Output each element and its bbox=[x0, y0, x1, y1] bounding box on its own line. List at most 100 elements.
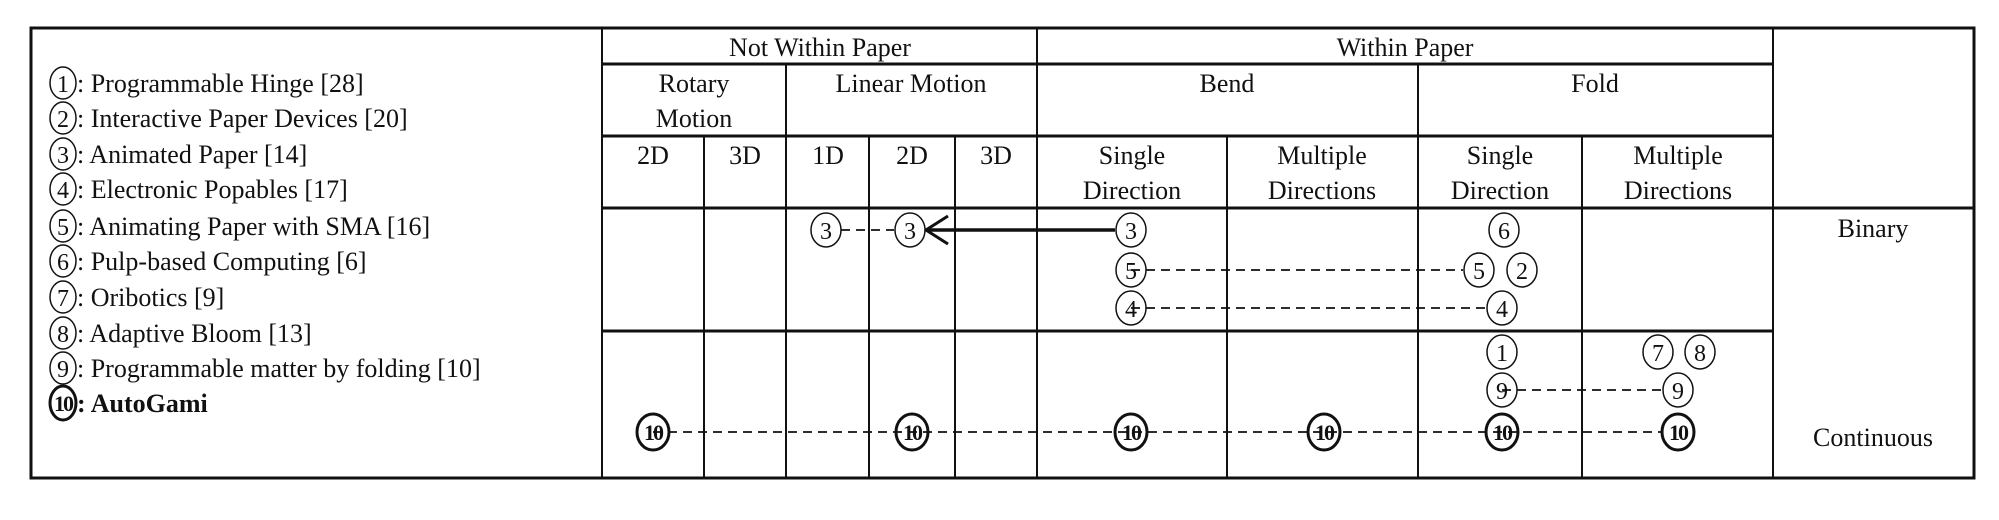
legend-label: : Pulp-based Computing [6] bbox=[77, 247, 367, 276]
marker-10-fold-single: 10 bbox=[1484, 412, 1520, 452]
header-rotary-motion: Motion bbox=[656, 104, 733, 133]
circled-number-icon bbox=[49, 209, 77, 243]
circled-number-icon bbox=[49, 137, 77, 171]
legend-label: : Animating Paper with SMA [16] bbox=[77, 212, 430, 241]
marker-3-bend-single: 3 bbox=[1115, 212, 1147, 248]
marker-1-fold-single: 1 bbox=[1486, 334, 1518, 370]
header-bend: Bend bbox=[1200, 69, 1255, 98]
marker-num: 3 bbox=[820, 219, 832, 245]
legend-label: : Electronic Popables [17] bbox=[77, 175, 348, 204]
circled-number-icon bbox=[49, 244, 77, 278]
legend-num: 5 bbox=[57, 215, 69, 241]
row-label-binary: Binary bbox=[1838, 214, 1909, 243]
legend-num: 10 bbox=[54, 391, 74, 416]
column-headers: Not Within Paper Within Paper Rotary Mot… bbox=[637, 33, 1933, 452]
marker-num: 4 bbox=[1125, 297, 1137, 323]
marker-num: 5 bbox=[1125, 259, 1137, 285]
markers-binary: 3 3 3 6 5 5 2 4 4 bbox=[810, 212, 1538, 326]
marker-3-linear-2d: 3 bbox=[894, 212, 926, 248]
marker-10-bend-multiple: 10 bbox=[1306, 412, 1342, 452]
legend-item: 1 : Programmable Hinge [28] bbox=[49, 66, 364, 100]
legend-num: 8 bbox=[57, 322, 69, 348]
marker-num: 3 bbox=[1125, 219, 1137, 245]
marker-num: 3 bbox=[904, 219, 916, 245]
marker-10-fold-multiple: 10 bbox=[1660, 412, 1696, 452]
circled-number-icon bbox=[49, 316, 77, 350]
circled-number-icon bbox=[49, 351, 77, 385]
circled-number-icon bbox=[49, 280, 77, 314]
marker-5-fold-single: 5 bbox=[1463, 252, 1495, 288]
arrowhead-icon bbox=[923, 214, 949, 246]
connectors bbox=[653, 214, 1662, 433]
header-rotary: Rotary bbox=[659, 69, 730, 98]
marker-2-fold-single: 2 bbox=[1506, 252, 1538, 288]
marker-8-fold-multiple: 8 bbox=[1684, 334, 1716, 370]
header-linear-2d: 2D bbox=[896, 141, 928, 170]
header-bend-multiple: Multiple bbox=[1277, 141, 1367, 170]
marker-num: 6 bbox=[1498, 219, 1510, 245]
row-label-continuous: Continuous bbox=[1813, 423, 1933, 452]
marker-4-fold-single: 4 bbox=[1486, 290, 1518, 326]
marker-9-fold-single: 9 bbox=[1486, 372, 1518, 408]
header-not-within-paper: Not Within Paper bbox=[729, 33, 911, 62]
header-fold-multiple: Multiple bbox=[1633, 141, 1723, 170]
legend-num: 9 bbox=[57, 357, 69, 383]
legend-item: 7: Oribotics [9] bbox=[49, 280, 224, 314]
marker-num: 5 bbox=[1473, 259, 1485, 285]
marker-num: 7 bbox=[1652, 341, 1664, 367]
header-linear-3d: 3D bbox=[980, 141, 1012, 170]
legend-label: : Oribotics [9] bbox=[77, 283, 224, 312]
marker-6-fold-single: 6 bbox=[1488, 212, 1520, 248]
header-linear-1d: 1D bbox=[812, 141, 844, 170]
legend-item: 8 : Adaptive Bloom [13] bbox=[49, 316, 312, 350]
legend-label: : AutoGami bbox=[77, 389, 208, 418]
marker-num: 8 bbox=[1694, 341, 1706, 367]
marker-4-bend-single: 4 bbox=[1115, 290, 1147, 326]
marker-10-bend-single: 10 bbox=[1113, 412, 1149, 452]
legend-num: 3 bbox=[57, 143, 69, 169]
grid-lines bbox=[29, 26, 1976, 480]
marker-num: 9 bbox=[1496, 379, 1508, 405]
header-fold: Fold bbox=[1571, 69, 1619, 98]
legend-num: 2 bbox=[57, 107, 69, 133]
marker-10-rotary-2d: 10 bbox=[635, 412, 671, 452]
legend-label: : Programmable matter by folding [10] bbox=[77, 354, 481, 383]
marker-num: 10 bbox=[1669, 420, 1689, 445]
header-linear-motion: Linear Motion bbox=[836, 69, 987, 98]
marker-num: 10 bbox=[1493, 420, 1513, 445]
legend-item: 2 : Interactive Paper Devices [20] bbox=[49, 101, 408, 135]
legend: 1 : Programmable Hinge [28] 2 : Interactiv… bbox=[48, 66, 481, 422]
legend-item: 4: Electronic Popables [17] bbox=[49, 172, 348, 206]
legend-item: 5 : Animating Paper with SMA [16] bbox=[49, 209, 430, 243]
header-fold-single-direction: Direction bbox=[1451, 176, 1549, 205]
marker-5-bend-single: 5 bbox=[1115, 252, 1147, 288]
legend-label: : Programmable Hinge [28] bbox=[77, 69, 364, 98]
marker-num: 10 bbox=[1315, 420, 1335, 445]
header-fold-single: Single bbox=[1467, 141, 1533, 170]
marker-num: 2 bbox=[1516, 259, 1528, 285]
marker-10-linear-2d: 10 bbox=[894, 412, 930, 452]
circled-number-icon bbox=[49, 66, 77, 100]
legend-num: 1 bbox=[57, 72, 69, 98]
marker-num: 10 bbox=[903, 420, 923, 445]
legend-item: 9 : Programmable matter by folding [10] bbox=[49, 351, 481, 385]
legend-item: 10: AutoGami bbox=[48, 384, 208, 422]
marker-num: 10 bbox=[644, 420, 664, 445]
header-within-paper: Within Paper bbox=[1337, 33, 1474, 62]
marker-7-fold-multiple: 7 bbox=[1642, 334, 1674, 370]
circled-number-icon bbox=[48, 384, 78, 422]
legend-label: : Adaptive Bloom [13] bbox=[77, 319, 312, 348]
marker-num: 9 bbox=[1672, 379, 1684, 405]
marker-num: 1 bbox=[1496, 341, 1508, 367]
header-rotary-2d: 2D bbox=[637, 141, 669, 170]
legend-label: : Animated Paper [14] bbox=[77, 140, 307, 169]
markers-continuous: 1 7 8 9 9 10 10 10 10 10 10 bbox=[635, 334, 1716, 452]
marker-num: 4 bbox=[1496, 297, 1508, 323]
legend-label: : Interactive Paper Devices [20] bbox=[77, 104, 408, 133]
legend-num: 6 bbox=[57, 250, 69, 276]
header-fold-multiple-directions: Directions bbox=[1624, 176, 1732, 205]
marker-3-linear-1d: 3 bbox=[810, 212, 842, 248]
circled-number-icon bbox=[49, 101, 77, 135]
header-bend-multiple-directions: Directions bbox=[1268, 176, 1376, 205]
outer-frame bbox=[29, 26, 1976, 480]
